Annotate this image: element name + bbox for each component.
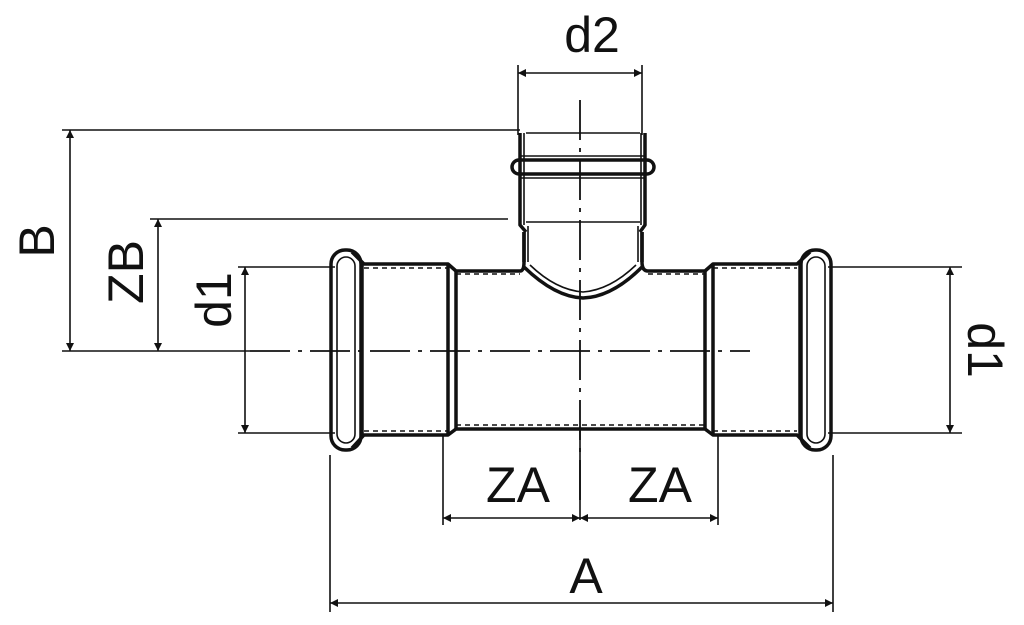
right-bead: [799, 248, 833, 452]
label-ZB: ZB: [98, 240, 154, 304]
label-d2: d2: [564, 7, 620, 63]
label-ZA-left: ZA: [486, 457, 551, 513]
label-d1-left: d1: [186, 272, 242, 328]
label-ZA-right: ZA: [628, 457, 693, 513]
label-d1-right: d1: [957, 322, 1013, 378]
tee-body: [329, 132, 833, 452]
extension-lines: [62, 65, 962, 612]
label-B: B: [9, 224, 65, 257]
branch-bead: [510, 158, 656, 176]
dimension-lines: [66, 69, 954, 607]
left-bead: [329, 248, 363, 452]
label-A: A: [569, 548, 603, 604]
